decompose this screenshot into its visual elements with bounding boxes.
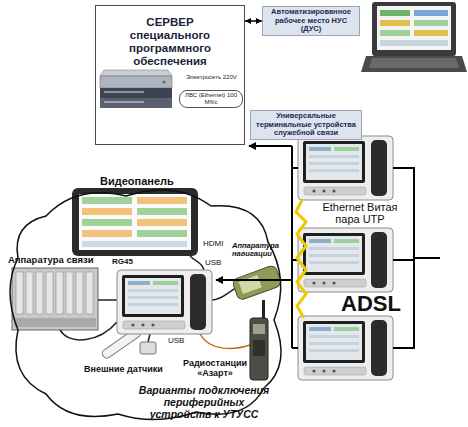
rack-strip bbox=[14, 318, 96, 327]
bracket-line bbox=[393, 168, 414, 348]
annotation-label: RG45 bbox=[112, 258, 142, 267]
node-text: Автоматизированное рабочее место НУС (ДУ… bbox=[265, 8, 357, 33]
card-slot bbox=[76, 272, 83, 314]
screen-row bbox=[414, 10, 448, 16]
panel-frame bbox=[72, 188, 198, 256]
cables bbox=[60, 256, 250, 348]
bus-line bbox=[291, 146, 293, 348]
annotation-label: Аппаратура навигации bbox=[232, 242, 290, 259]
radio-keypad bbox=[253, 340, 265, 356]
terminal-device bbox=[117, 270, 212, 334]
bus-stub bbox=[292, 167, 298, 169]
rack-body bbox=[12, 268, 98, 330]
card-slot bbox=[56, 272, 63, 314]
uplink-arrow bbox=[249, 145, 292, 147]
server-rack bbox=[100, 70, 172, 108]
annotation-label: USB bbox=[205, 259, 231, 268]
usb-cable bbox=[200, 334, 250, 348]
nav-body bbox=[232, 264, 283, 300]
rack-unit bbox=[100, 98, 172, 108]
annotation-label: Внешние датчики bbox=[84, 364, 176, 374]
cloud-path bbox=[10, 190, 281, 420]
rack-unit bbox=[100, 76, 172, 88]
node-text: Универсальные терминальные устройства сл… bbox=[253, 112, 359, 137]
bracket-line bbox=[414, 257, 440, 259]
screen-row bbox=[380, 10, 410, 16]
navigation-device bbox=[232, 264, 283, 300]
rj45-cable bbox=[98, 299, 117, 301]
screen-row bbox=[137, 197, 187, 204]
nav-screen bbox=[239, 275, 262, 294]
connector-arrow bbox=[245, 20, 262, 22]
annotation-label: HDMI bbox=[203, 240, 233, 249]
annotation-label: ADSL bbox=[336, 292, 406, 317]
card-slot bbox=[46, 272, 53, 314]
screen-row bbox=[137, 208, 187, 215]
video-panel bbox=[72, 188, 198, 256]
laptop-base bbox=[361, 56, 467, 72]
node-text: СЕРВЕР специального программного обеспеч… bbox=[112, 16, 228, 68]
radio-body bbox=[250, 318, 268, 380]
rack-slot bbox=[104, 101, 144, 103]
screen-row bbox=[380, 20, 410, 26]
radio-screen bbox=[253, 324, 265, 334]
workstation-box: Автоматизированное рабочее место НУС (ДУ… bbox=[262, 6, 360, 36]
annotation-label: Видеопанель bbox=[100, 175, 180, 187]
usb-cable bbox=[212, 288, 236, 300]
laptop-lid bbox=[372, 2, 456, 56]
terminal-device bbox=[298, 228, 393, 292]
terminal-device bbox=[298, 136, 393, 200]
node-text: Варианты подключения периферийных устрой… bbox=[134, 384, 274, 420]
rack-top bbox=[100, 70, 172, 76]
terminal-device bbox=[298, 316, 393, 380]
sensor-box bbox=[140, 342, 156, 354]
screen-row bbox=[82, 230, 132, 237]
radio-antenna bbox=[262, 300, 265, 320]
rack-unit bbox=[100, 88, 172, 98]
screen-row bbox=[414, 20, 448, 26]
network-pill: ЛВС (Ethernet) 100 Мб/с bbox=[179, 90, 243, 108]
panel-screen bbox=[79, 194, 191, 250]
radio-station bbox=[250, 300, 268, 380]
screen-row bbox=[414, 30, 448, 36]
annotation-label: Аппаратура связи bbox=[8, 255, 108, 266]
screen-row bbox=[380, 40, 448, 46]
card-slot bbox=[16, 272, 23, 314]
rj45-cable bbox=[60, 322, 117, 340]
bracket-line bbox=[393, 259, 414, 261]
bus-stub bbox=[292, 347, 298, 349]
sensor-cable bbox=[148, 334, 150, 342]
card-slot bbox=[26, 272, 33, 314]
screen-row bbox=[137, 230, 187, 237]
annotation-label: Электросеть 220V bbox=[186, 74, 246, 81]
card-slot bbox=[66, 272, 73, 314]
hdmi-cable bbox=[190, 256, 204, 270]
card-slot bbox=[86, 272, 93, 314]
screen-row bbox=[82, 219, 132, 226]
adsl-line bbox=[296, 200, 306, 318]
screen-row bbox=[82, 241, 187, 247]
comm-equipment bbox=[12, 268, 98, 330]
screen-row bbox=[137, 219, 187, 226]
peripherals-cloud: Варианты подключения периферийных устрой… bbox=[6, 180, 288, 424]
laptop bbox=[361, 2, 467, 72]
screen-row bbox=[82, 197, 132, 204]
screen-row bbox=[82, 208, 132, 215]
screen-row bbox=[380, 30, 410, 36]
laptop-screen bbox=[377, 6, 451, 50]
rack-led bbox=[163, 81, 166, 84]
laptop-keyboard bbox=[369, 58, 459, 68]
annotation-label: Ethernet Витая пара UTP bbox=[318, 201, 402, 226]
network-wires bbox=[216, 146, 440, 348]
annotation-label: USB bbox=[168, 337, 194, 346]
rack-slot bbox=[104, 91, 144, 93]
node-text: ЛВС (Ethernet) 100 Мб/с bbox=[183, 92, 239, 106]
card-slot bbox=[36, 272, 43, 314]
annotation-label: Радиостанции «Азарт» bbox=[182, 358, 248, 378]
terminals-box: Универсальные терминальные устройства сл… bbox=[250, 110, 362, 140]
